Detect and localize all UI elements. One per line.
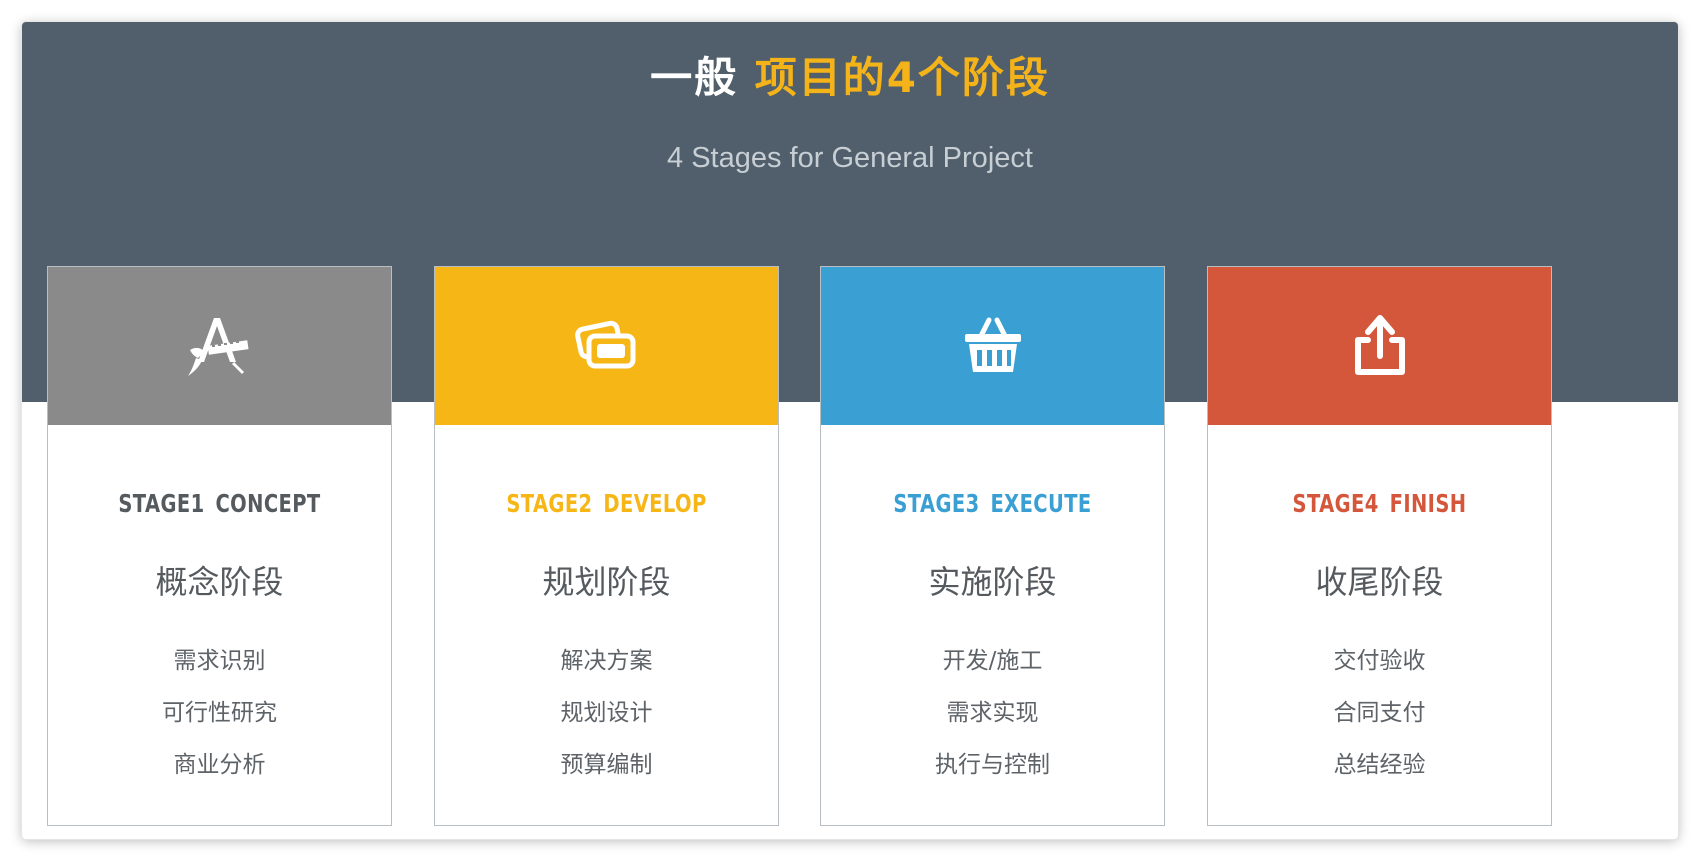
- cards-icon: [571, 310, 643, 382]
- stage-3-word: EXECUTE: [990, 489, 1092, 518]
- stage-card-3: STAGE3 EXECUTE 实施阶段 开发/施工 需求实现 执行与控制: [820, 266, 1165, 826]
- stage-4-name: 收尾阶段: [1315, 563, 1444, 601]
- list-item: 执行与控制: [935, 752, 1050, 778]
- list-item: 商业分析: [173, 752, 266, 778]
- stage-3-name: 实施阶段: [928, 563, 1057, 601]
- list-item: 需求实现: [946, 700, 1039, 726]
- basket-icon: [957, 310, 1029, 382]
- stage-2-name: 规划阶段: [542, 563, 671, 601]
- stage-1-label: STAGE1 CONCEPT: [86, 489, 354, 518]
- list-item: 需求识别: [173, 648, 266, 674]
- stage-card-1-header: [48, 267, 391, 425]
- stage-card-2: STAGE2 DEVELOP 规划阶段 解决方案 规划设计 预算编制: [434, 266, 779, 826]
- stage-card-4-header: [1208, 267, 1551, 425]
- stage-card-1: STAGE1 CONCEPT 概念阶段 需求识别 可行性研究 商业分析: [47, 266, 392, 826]
- page-title: 一般 项目的4个阶段: [22, 44, 1678, 105]
- stage-card-3-header: [821, 267, 1164, 425]
- stage-4-items: 交付验收 合同支付 总结经验: [1208, 635, 1551, 791]
- stage-1-word: CONCEPT: [215, 489, 321, 518]
- stage-card-2-header: [435, 267, 778, 425]
- stage-3-label: STAGE3 EXECUTE: [859, 489, 1127, 518]
- stage-4-word: FINISH: [1389, 489, 1467, 518]
- list-item: 预算编制: [560, 752, 653, 778]
- stage-4-label: STAGE4 FINISH: [1246, 489, 1514, 518]
- stage-3-code: STAGE3: [893, 489, 980, 518]
- stage-3-items: 开发/施工 需求实现 执行与控制: [821, 635, 1164, 791]
- title-plain: 一般: [650, 53, 739, 102]
- design-tools-icon: [184, 310, 256, 382]
- list-item: 解决方案: [560, 648, 653, 674]
- title-accent: 项目的4个阶段: [754, 53, 1050, 102]
- slide-frame: 一般 项目的4个阶段 4 Stages for General Project …: [22, 22, 1678, 839]
- stage-card-4: STAGE4 FINISH 收尾阶段 交付验收 合同支付 总结经验: [1207, 266, 1552, 826]
- list-item: 开发/施工: [942, 648, 1043, 674]
- stage-1-code: STAGE1: [118, 489, 205, 518]
- stage-2-items: 解决方案 规划设计 预算编制: [435, 635, 778, 791]
- stage-1-items: 需求识别 可行性研究 商业分析: [48, 635, 391, 791]
- list-item: 总结经验: [1333, 752, 1426, 778]
- list-item: 合同支付: [1333, 700, 1426, 726]
- stage-4-code: STAGE4: [1292, 489, 1379, 518]
- stage-2-code: STAGE2: [506, 489, 593, 518]
- stage-2-label: STAGE2 DEVELOP: [473, 489, 741, 518]
- stage-1-name: 概念阶段: [155, 563, 284, 601]
- list-item: 可行性研究: [162, 700, 277, 726]
- share-upload-icon: [1344, 310, 1416, 382]
- list-item: 交付验收: [1333, 648, 1426, 674]
- page-subtitle: 4 Stages for General Project: [667, 142, 1033, 174]
- stage-2-word: DEVELOP: [603, 489, 707, 518]
- list-item: 规划设计: [560, 700, 653, 726]
